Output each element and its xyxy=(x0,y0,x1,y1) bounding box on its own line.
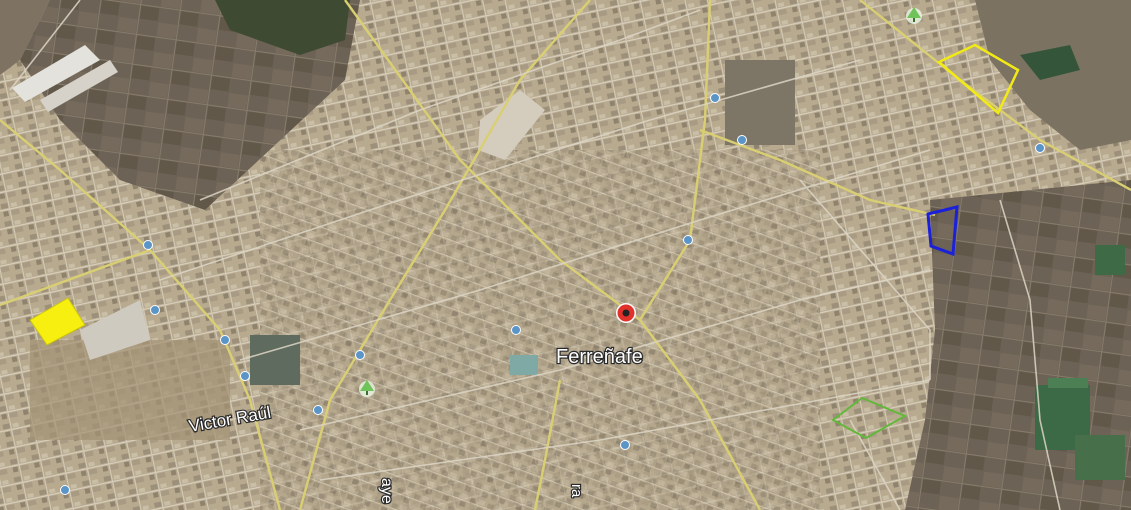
bus-stop-markers[interactable] xyxy=(60,93,1045,495)
green-field-2 xyxy=(1048,378,1088,388)
bus-stop-icon[interactable] xyxy=(1035,143,1045,153)
road-north-south xyxy=(298,0,591,510)
fields-corner xyxy=(0,0,50,75)
bus-stop-icon[interactable] xyxy=(220,335,230,345)
parcel-blue-outline[interactable] xyxy=(926,205,959,257)
bus-stop-icon[interactable] xyxy=(150,305,160,315)
fields-northwest xyxy=(20,0,360,210)
parcel-yellow-outline[interactable] xyxy=(936,43,1020,116)
tree-icon xyxy=(360,380,374,391)
city-label: Ferreñafe xyxy=(556,346,643,368)
parcel-yellow-filled[interactable] xyxy=(29,297,86,346)
road-west xyxy=(0,119,282,510)
green-field-3 xyxy=(1095,245,1125,275)
open-lot xyxy=(30,340,230,440)
bus-stop-icon[interactable] xyxy=(355,350,365,360)
warehouse-roof-2 xyxy=(40,60,118,112)
road-east xyxy=(699,128,936,217)
red-location-pin[interactable] xyxy=(616,303,636,323)
park-marker-north[interactable] xyxy=(906,7,922,24)
plaza-building xyxy=(510,355,538,375)
bus-stop-icon[interactable] xyxy=(710,93,720,103)
bus-stop-icon[interactable] xyxy=(143,240,153,250)
warehouse-roof-1 xyxy=(12,45,100,102)
bus-stop-icon[interactable] xyxy=(60,485,70,495)
park-marker-west[interactable] xyxy=(359,380,375,397)
cemetery-block xyxy=(725,60,795,145)
bus-stop-icon[interactable] xyxy=(313,405,323,415)
road-south xyxy=(533,379,562,510)
street-label-vertical: aye xyxy=(378,478,395,504)
bus-stop-icon[interactable] xyxy=(620,440,630,450)
parcel-green-outline[interactable] xyxy=(831,396,908,440)
road-diagonal xyxy=(344,0,762,510)
dark-vegetation xyxy=(215,0,350,55)
warehouse-roof-3 xyxy=(80,300,150,360)
school-building xyxy=(478,90,545,160)
green-field-4 xyxy=(1075,435,1125,480)
streets xyxy=(9,0,1061,510)
bus-stop-icon[interactable] xyxy=(683,235,693,245)
street-label-bottom: ra xyxy=(568,484,585,498)
road-north xyxy=(638,0,712,321)
tree-icon xyxy=(907,7,921,18)
bus-stop-icon[interactable] xyxy=(240,371,250,381)
sports-court xyxy=(250,335,300,385)
bus-stop-icon[interactable] xyxy=(511,325,521,335)
road-west-branch xyxy=(0,248,151,307)
bus-stop-icon[interactable] xyxy=(737,135,747,145)
tree-cluster xyxy=(1020,45,1080,80)
